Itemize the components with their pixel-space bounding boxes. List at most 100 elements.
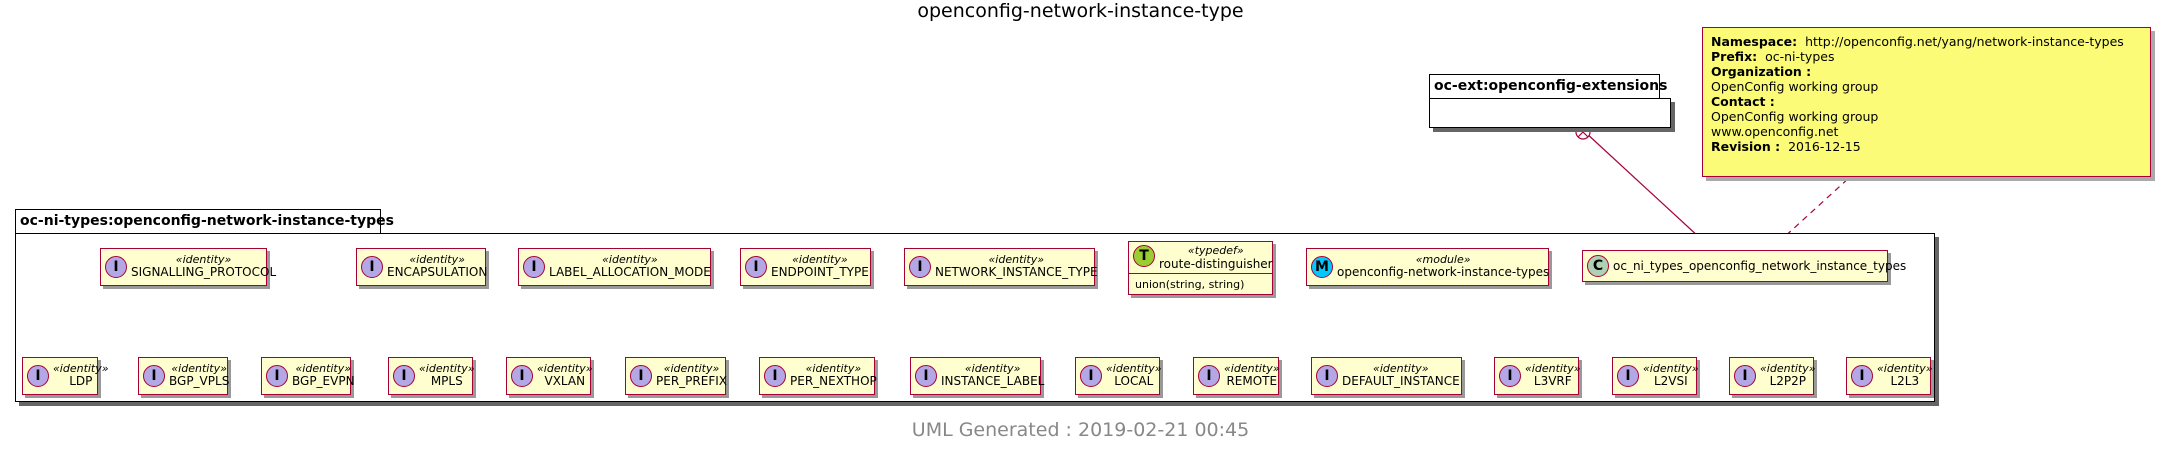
identity-signalling-protocol: I «identity»SIGNALLING_PROTOCOL xyxy=(100,248,276,286)
identity-l2l3: I «identity»L2L3 xyxy=(1846,357,1933,395)
identity-endpoint-type: I «identity»ENDPOINT_TYPE xyxy=(740,248,871,286)
identity-icon: I xyxy=(1734,365,1756,387)
identity-icon: I xyxy=(266,365,288,387)
typedef-separator xyxy=(1129,273,1272,274)
node-name: SIGNALLING_PROTOCOL xyxy=(131,265,277,280)
node-name: PER_NEXTHOP xyxy=(790,374,877,389)
stereotype-label: «identity» xyxy=(171,361,227,375)
node-name: LABEL_ALLOCATION_MODE xyxy=(549,265,711,280)
module-openconfig-network-instance-types: M «module»openconfig-network-instance-ty… xyxy=(1306,248,1549,286)
stereotype-label: «identity» xyxy=(1106,361,1162,375)
contact-url: www.openconfig.net xyxy=(1711,124,1839,139)
identity-icon: I xyxy=(1198,365,1220,387)
namespace-value: http://openconfig.net/yang/network-insta… xyxy=(1805,34,2124,49)
import-edge xyxy=(1584,131,1714,251)
identity-icon: I xyxy=(1851,365,1873,387)
organization-value: OpenConfig working group xyxy=(1711,79,1879,94)
identity-icon: I xyxy=(143,365,165,387)
identity-bgp-evpn: I «identity»BGP_EVPN xyxy=(261,357,355,395)
identity-icon: I xyxy=(745,256,767,278)
node-name: L2P2P xyxy=(1769,374,1806,389)
diagram-title: openconfig-network-instance-type xyxy=(917,0,1244,22)
node-name: LDP xyxy=(69,374,93,389)
stereotype-label: «identity» xyxy=(988,252,1045,266)
identity-mpls: I «identity»MPLS xyxy=(388,357,475,395)
stereotype-label: «identity» xyxy=(805,361,862,375)
identity-vxlan: I «identity»VXLAN xyxy=(506,357,593,395)
revision-value: 2016-12-15 xyxy=(1788,139,1861,154)
identity-instance-label: I «identity»INSTANCE_LABEL xyxy=(910,357,1044,395)
main-package-label: oc-ni-types:openconfig-network-instance-… xyxy=(20,213,394,229)
node-name: L2L3 xyxy=(1890,374,1920,389)
node-name: VXLAN xyxy=(544,374,586,389)
stereotype-label: «identity» xyxy=(1643,361,1699,375)
stereotype-label: «identity» xyxy=(1760,361,1816,375)
node-name: BGP_EVPN xyxy=(292,374,355,389)
typedef-attribute: union(string, string) xyxy=(1135,278,1245,291)
identity-icon: I xyxy=(105,256,127,278)
node-name: REMOTE xyxy=(1226,374,1278,389)
identity-icon: I xyxy=(27,365,49,387)
import-endpoint-cross xyxy=(1577,126,1589,138)
identity-per-nexthop: I «identity»PER_NEXTHOP xyxy=(759,357,877,395)
identity-icon: I xyxy=(1316,365,1338,387)
uml-generated-footer: UML Generated : 2019-02-21 00:45 xyxy=(911,419,1250,441)
identity-l2vsi: I «identity»L2VSI xyxy=(1612,357,1699,395)
contact-label: Contact : xyxy=(1711,94,1775,109)
identity-l3vrf: I «identity»L3VRF xyxy=(1494,357,1581,395)
identity-local: I «identity»LOCAL xyxy=(1075,357,1162,395)
typedef-icon: T xyxy=(1133,245,1155,267)
stereotype-label: «identity» xyxy=(419,361,475,375)
stereotype-label: «module» xyxy=(1415,252,1471,266)
identity-default-instance: I «identity»DEFAULT_INSTANCE xyxy=(1311,357,1462,395)
module-info-note: Namespace: http://openconfig.net/yang/ne… xyxy=(1702,27,2151,177)
node-name: L2VSI xyxy=(1653,374,1688,389)
node-name: openconfig-network-instance-types xyxy=(1337,265,1550,280)
stereotype-label: «identity» xyxy=(1373,361,1429,375)
contact-value: OpenConfig working group xyxy=(1711,109,1879,124)
namespace-label: Namespace: xyxy=(1711,34,1798,49)
node-name: LOCAL xyxy=(1114,374,1154,389)
prefix-value: oc-ni-types xyxy=(1765,49,1835,64)
identity-icon: I xyxy=(630,365,652,387)
class-icon: C xyxy=(1587,255,1609,277)
ext-package-tab: oc-ext:openconfig-extensions xyxy=(1429,74,1667,98)
identity-icon: I xyxy=(1080,365,1102,387)
identity-network-instance-type: I «identity»NETWORK_INSTANCE_TYPE xyxy=(904,248,1098,286)
prefix-label: Prefix: xyxy=(1711,49,1758,64)
identity-icon: I xyxy=(915,365,937,387)
stereotype-label: «identity» xyxy=(792,252,848,266)
stereotype-label: «identity» xyxy=(964,361,1021,375)
stereotype-label: «identity» xyxy=(1525,361,1581,375)
node-name: PER_PREFIX xyxy=(656,374,727,389)
note-connector xyxy=(1769,176,1851,251)
node-name: oc_ni_types_openconfig_network_instance_… xyxy=(1613,259,1907,273)
identity-remote: I «identity»REMOTE xyxy=(1193,357,1280,395)
node-name: NETWORK_INSTANCE_TYPE xyxy=(935,265,1098,280)
typedef-route-distinguisher: T «typedef»route-distinguisher union(str… xyxy=(1128,241,1273,295)
main-package-tab: oc-ni-types:openconfig-network-instance-… xyxy=(15,209,394,233)
identity-l2p2p: I «identity»L2P2P xyxy=(1729,357,1816,395)
ext-package-label: oc-ext:openconfig-extensions xyxy=(1434,78,1668,94)
module-icon: M xyxy=(1311,256,1333,278)
identity-icon: I xyxy=(1617,365,1639,387)
ext-package xyxy=(1429,98,1671,128)
class-oc-ni-types: C oc_ni_types_openconfig_network_instanc… xyxy=(1582,250,1906,282)
revision-label: Revision : xyxy=(1711,139,1781,154)
identity-icon: I xyxy=(361,256,383,278)
stereotype-label: «identity» xyxy=(295,361,352,375)
stereotype-label: «identity» xyxy=(537,361,593,375)
node-name: ENCAPSULATION xyxy=(387,265,488,280)
node-name: DEFAULT_INSTANCE xyxy=(1342,374,1460,389)
stereotype-label: «identity» xyxy=(1877,361,1933,375)
node-name: ENDPOINT_TYPE xyxy=(771,265,869,280)
node-name: BGP_VPLS xyxy=(169,374,230,389)
organization-label: Organization : xyxy=(1711,64,1812,79)
identity-encapsulation: I «identity»ENCAPSULATION xyxy=(356,248,488,286)
stereotype-label: «identity» xyxy=(1224,361,1280,375)
node-name: L3VRF xyxy=(1533,374,1572,389)
identity-icon: I xyxy=(1499,365,1521,387)
node-name: MPLS xyxy=(430,374,463,389)
identity-icon: I xyxy=(764,365,786,387)
stereotype-label: «typedef» xyxy=(1187,244,1244,257)
